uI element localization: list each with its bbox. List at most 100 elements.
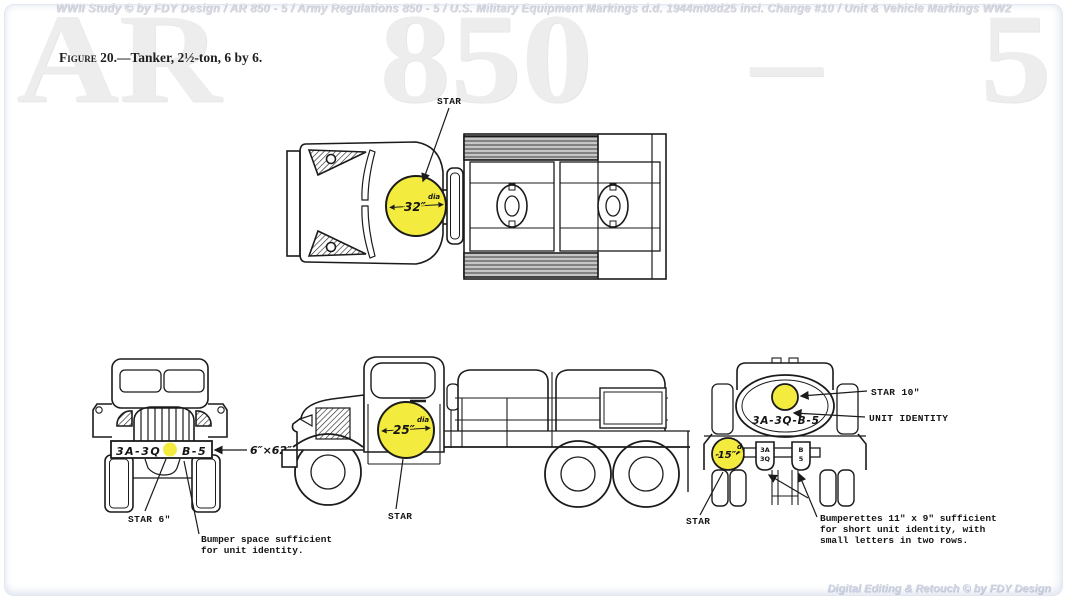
figure-caption: Figure 20.—Tanker, 2½-ton, 6 by 6.	[59, 50, 262, 66]
side-star-dim-unit: dia	[417, 416, 429, 424]
front-body-left	[92, 403, 112, 438]
rear-left-star-dim-line	[715, 450, 741, 457]
plan-spare-mount-outer	[446, 167, 464, 245]
plan-tank-body	[463, 133, 667, 280]
plan-compartment-2	[559, 161, 661, 252]
watermark-top-line: WWII Study © by FDY Design / AR 850 - 5 …	[55, 3, 1012, 15]
plan-spare-mount-inner	[450, 172, 460, 240]
front-headlight-left	[116, 410, 133, 427]
side-star-label: STAR	[388, 511, 412, 522]
front-headlight-right	[195, 410, 212, 427]
front-wheel-left-inner	[109, 458, 129, 509]
rear-tank-ellipse-inner	[741, 379, 829, 433]
rear-body-right	[857, 433, 867, 470]
plan-running-board-bottom	[463, 252, 599, 278]
plan-star-leader	[421, 107, 450, 183]
plan-compartment-1	[469, 161, 555, 252]
rear-bumper-bar	[743, 447, 821, 458]
rear-note-line2: for short unit identity, with	[820, 524, 986, 535]
front-cab	[111, 358, 209, 409]
plan-star-dim-unit: dia	[428, 193, 440, 201]
front-view	[92, 358, 228, 513]
rear-wheels	[711, 469, 855, 507]
side-headlight	[298, 414, 313, 428]
rear-star-label: STAR 10″	[871, 387, 920, 398]
plan-running-board-top	[463, 135, 599, 161]
rear-plate-left-top: 3A	[760, 446, 770, 454]
rear-bottom-star-label: STAR	[686, 516, 710, 527]
front-star-dot	[163, 442, 177, 457]
plan-fender-left	[307, 149, 367, 177]
front-bumper	[110, 440, 213, 459]
front-bumper-right-marking: B-5	[182, 445, 207, 458]
plan-manhole-1	[496, 183, 528, 228]
rear-center-support	[771, 470, 799, 505]
side-rear-wheel-2	[612, 440, 680, 508]
rear-roof-vent-1	[771, 357, 782, 364]
watermark-bottom-line: Digital Editing & Retouch © by FDY Desig…	[827, 583, 1051, 595]
top-view	[286, 133, 667, 280]
rear-bumperette-left	[755, 441, 775, 471]
front-marker-light-left	[95, 406, 103, 414]
plan-fender-right-light	[325, 241, 337, 253]
side-rear-box	[599, 387, 667, 429]
side-star-dim-line	[381, 425, 431, 434]
front-star-label: STAR 6″	[128, 514, 171, 525]
side-cab-window	[370, 362, 436, 399]
front-grille-arch	[133, 406, 195, 444]
side-star-leader	[395, 458, 404, 510]
side-front-fender	[292, 433, 364, 448]
rear-unit-identity-leader	[792, 408, 866, 418]
plan-fender-right	[307, 229, 367, 257]
front-windshield-left	[119, 369, 162, 393]
front-note-line1: Bumper space sufficient	[201, 534, 332, 545]
side-tank-section-1	[457, 369, 549, 431]
front-axle	[133, 458, 192, 479]
side-view	[281, 356, 690, 508]
front-note-line2: for unit identity.	[201, 545, 304, 556]
front-marker-light-right	[217, 406, 225, 414]
side-rear-wheel-1-hub	[560, 456, 596, 492]
front-windshield-right	[163, 369, 205, 393]
rear-plate-left-bottom: 3Q	[760, 455, 771, 463]
rear-view	[703, 357, 867, 507]
rear-unit-identity-label: UNIT IDENTITY	[869, 413, 948, 424]
rear-side-panel-left	[711, 383, 734, 435]
rear-left-star-dim-value: 15″	[718, 450, 737, 461]
side-front-wheel-hub	[310, 454, 346, 490]
rear-left-star-dim-unit: d	[737, 443, 743, 451]
front-body-right	[208, 403, 228, 438]
rear-roof-vent-2	[788, 357, 799, 364]
plan-star-dim-line	[389, 202, 444, 210]
side-rear-box-inner	[603, 391, 663, 425]
figure-word: Figure	[59, 50, 97, 65]
side-rear-wheel-2-hub	[628, 456, 664, 492]
front-grille-bars	[140, 407, 190, 443]
rear-note-line1: Bumperettes 11″ x 9″ sufficient	[820, 513, 997, 524]
side-front-bumper	[281, 449, 298, 468]
side-star-dim-value: 25″	[393, 423, 416, 437]
rear-star-circle	[771, 383, 799, 411]
plan-fender-left-light	[325, 153, 337, 165]
figure-caption-rest: 20.—Tanker, 2½-ton, 6 by 6.	[96, 50, 263, 65]
front-wheel-right-inner	[196, 458, 216, 509]
rear-side-panel-right	[836, 383, 859, 435]
rear-note-leader	[767, 472, 818, 518]
plan-windshield-pane2	[361, 205, 376, 259]
rear-bumperette-right	[791, 441, 811, 471]
rear-cab-roof	[736, 362, 834, 390]
front-star-leader	[144, 458, 167, 512]
plan-hood-cab-outline	[299, 141, 444, 265]
plan-front-bumper	[286, 150, 301, 257]
plan-manhole-2	[597, 183, 629, 228]
side-rear-wheel-1	[544, 440, 612, 508]
plan-star-dim-value: 32″	[404, 200, 427, 214]
rear-note-line3: small letters in two rows.	[820, 535, 968, 546]
rear-star-leader	[799, 390, 868, 400]
plan-star-label: STAR	[437, 96, 461, 107]
front-note-leader	[183, 460, 200, 535]
front-bumper-left-marking: 3A-3Q	[116, 445, 161, 458]
rear-unit-identity-marking: 3A-3Q-B-5	[752, 415, 819, 427]
rear-bottom-star-leader	[699, 471, 724, 516]
